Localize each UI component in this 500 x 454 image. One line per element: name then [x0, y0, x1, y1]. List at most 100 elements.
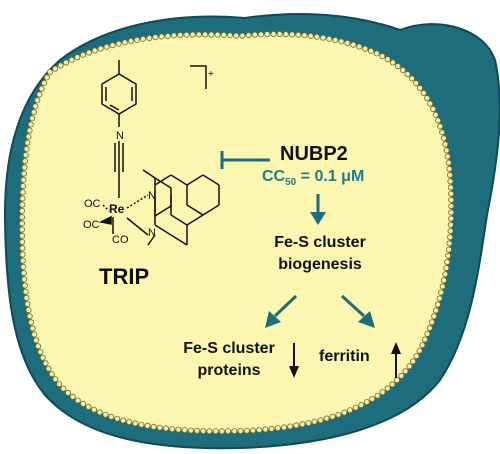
membrane-bead — [150, 423, 157, 430]
membrane-bead — [226, 32, 233, 39]
membrane-bead — [29, 115, 36, 122]
membrane-bead — [22, 158, 29, 165]
membrane-bead — [442, 141, 449, 148]
membrane-bead — [26, 127, 33, 134]
membrane-bead — [448, 196, 455, 203]
arrow-to-proteins-head — [265, 311, 281, 328]
membrane-bead — [413, 353, 420, 360]
membrane-bead — [193, 427, 200, 434]
membrane-bead — [189, 31, 196, 38]
membrane-bead — [43, 74, 50, 81]
membrane-bead — [187, 427, 194, 434]
membrane-bead — [69, 393, 76, 400]
membrane-bead — [341, 409, 348, 416]
membrane-bead — [436, 295, 443, 302]
membrane-bead — [97, 45, 104, 52]
membrane-bead — [313, 33, 320, 40]
membrane-bead — [68, 56, 75, 63]
membrane-bead — [37, 348, 44, 355]
membrane-bead — [356, 43, 363, 50]
trip-structure — [98, 60, 220, 246]
membrane-bead — [85, 403, 92, 410]
membrane-bead — [22, 288, 29, 295]
membrane-bead — [202, 31, 209, 38]
membrane-bead — [447, 190, 454, 197]
arrow-to-ferritin — [340, 294, 366, 318]
membrane-bead — [19, 207, 26, 214]
membrane-bead — [251, 31, 258, 38]
membrane-bead — [33, 337, 40, 344]
membrane-bead — [36, 91, 43, 98]
phen-n-bottom-label: N — [148, 227, 156, 239]
membrane-bead — [65, 389, 72, 396]
membrane-bead — [424, 95, 431, 102]
membrane-bead — [389, 59, 396, 66]
membrane-bead — [220, 32, 227, 39]
membrane-bead — [408, 75, 415, 82]
membrane-bead — [23, 294, 30, 301]
membrane-bead — [447, 227, 454, 234]
membrane-bead — [183, 31, 190, 38]
membrane-bead — [19, 245, 26, 252]
membrane-bead — [427, 100, 434, 107]
membrane-bead — [243, 427, 250, 434]
cc50-prefix: CC — [262, 168, 286, 185]
membrane-bead — [24, 300, 31, 307]
membrane-bead — [311, 418, 318, 425]
membrane-bead — [212, 428, 219, 435]
membrane-bead — [52, 65, 59, 72]
membrane-bead — [421, 336, 428, 343]
membrane-bead — [448, 203, 455, 210]
membrane-bead — [239, 32, 246, 39]
charge-bracket — [190, 65, 207, 89]
membrane-bead — [374, 392, 381, 399]
membrane-bead — [443, 265, 450, 272]
membrane-bead — [432, 307, 439, 314]
membrane-bead — [424, 330, 431, 337]
membrane-bead — [398, 372, 405, 379]
membrane-bead — [34, 97, 41, 104]
membrane-bead — [80, 400, 87, 407]
membrane-bead — [208, 31, 215, 38]
membrane-bead — [402, 368, 409, 375]
membrane-bead — [19, 195, 26, 202]
co-mid-label: OC — [83, 219, 100, 231]
proteins-line2: proteins — [197, 362, 261, 379]
membrane-bead — [48, 371, 55, 378]
cc50-value: = 0.1 μM — [296, 168, 365, 185]
arrow-to-ferritin-head — [358, 311, 375, 328]
membrane-bead — [440, 277, 447, 284]
membrane-bead — [439, 129, 446, 136]
process-line2: biogenesis — [278, 256, 362, 273]
compound-name: TRIP — [99, 264, 150, 289]
membrane-bead — [440, 135, 447, 142]
membrane-bead — [138, 421, 145, 428]
membrane-bead — [108, 413, 115, 420]
membrane-bead — [19, 232, 26, 239]
membrane-bead — [26, 313, 33, 320]
membrane-bead — [413, 80, 420, 87]
membrane-bead — [158, 33, 165, 40]
membrane-bead — [103, 43, 110, 50]
proteins-line1: Fe-S cluster — [183, 340, 275, 357]
membrane-bead — [264, 31, 271, 38]
membrane-bead — [21, 276, 28, 283]
membrane-bead — [434, 301, 441, 308]
membrane-bead — [127, 38, 134, 45]
membrane-bead — [91, 47, 98, 54]
membrane-bead — [102, 411, 109, 418]
membrane-bead — [299, 421, 306, 428]
membrane-bead — [446, 172, 453, 179]
membrane-bead — [21, 164, 28, 171]
membrane-bead — [346, 407, 353, 414]
membrane-bead — [18, 220, 25, 227]
membrane-bead — [379, 53, 386, 60]
membrane-bead — [80, 51, 87, 58]
membrane-bead — [74, 397, 81, 404]
membrane-bead — [45, 365, 52, 372]
membrane-bead — [428, 319, 435, 326]
membrane-bead — [420, 90, 427, 97]
membrane-bead — [447, 234, 454, 241]
phen-n-top-label: N — [148, 190, 156, 202]
membrane-bead — [262, 426, 269, 433]
